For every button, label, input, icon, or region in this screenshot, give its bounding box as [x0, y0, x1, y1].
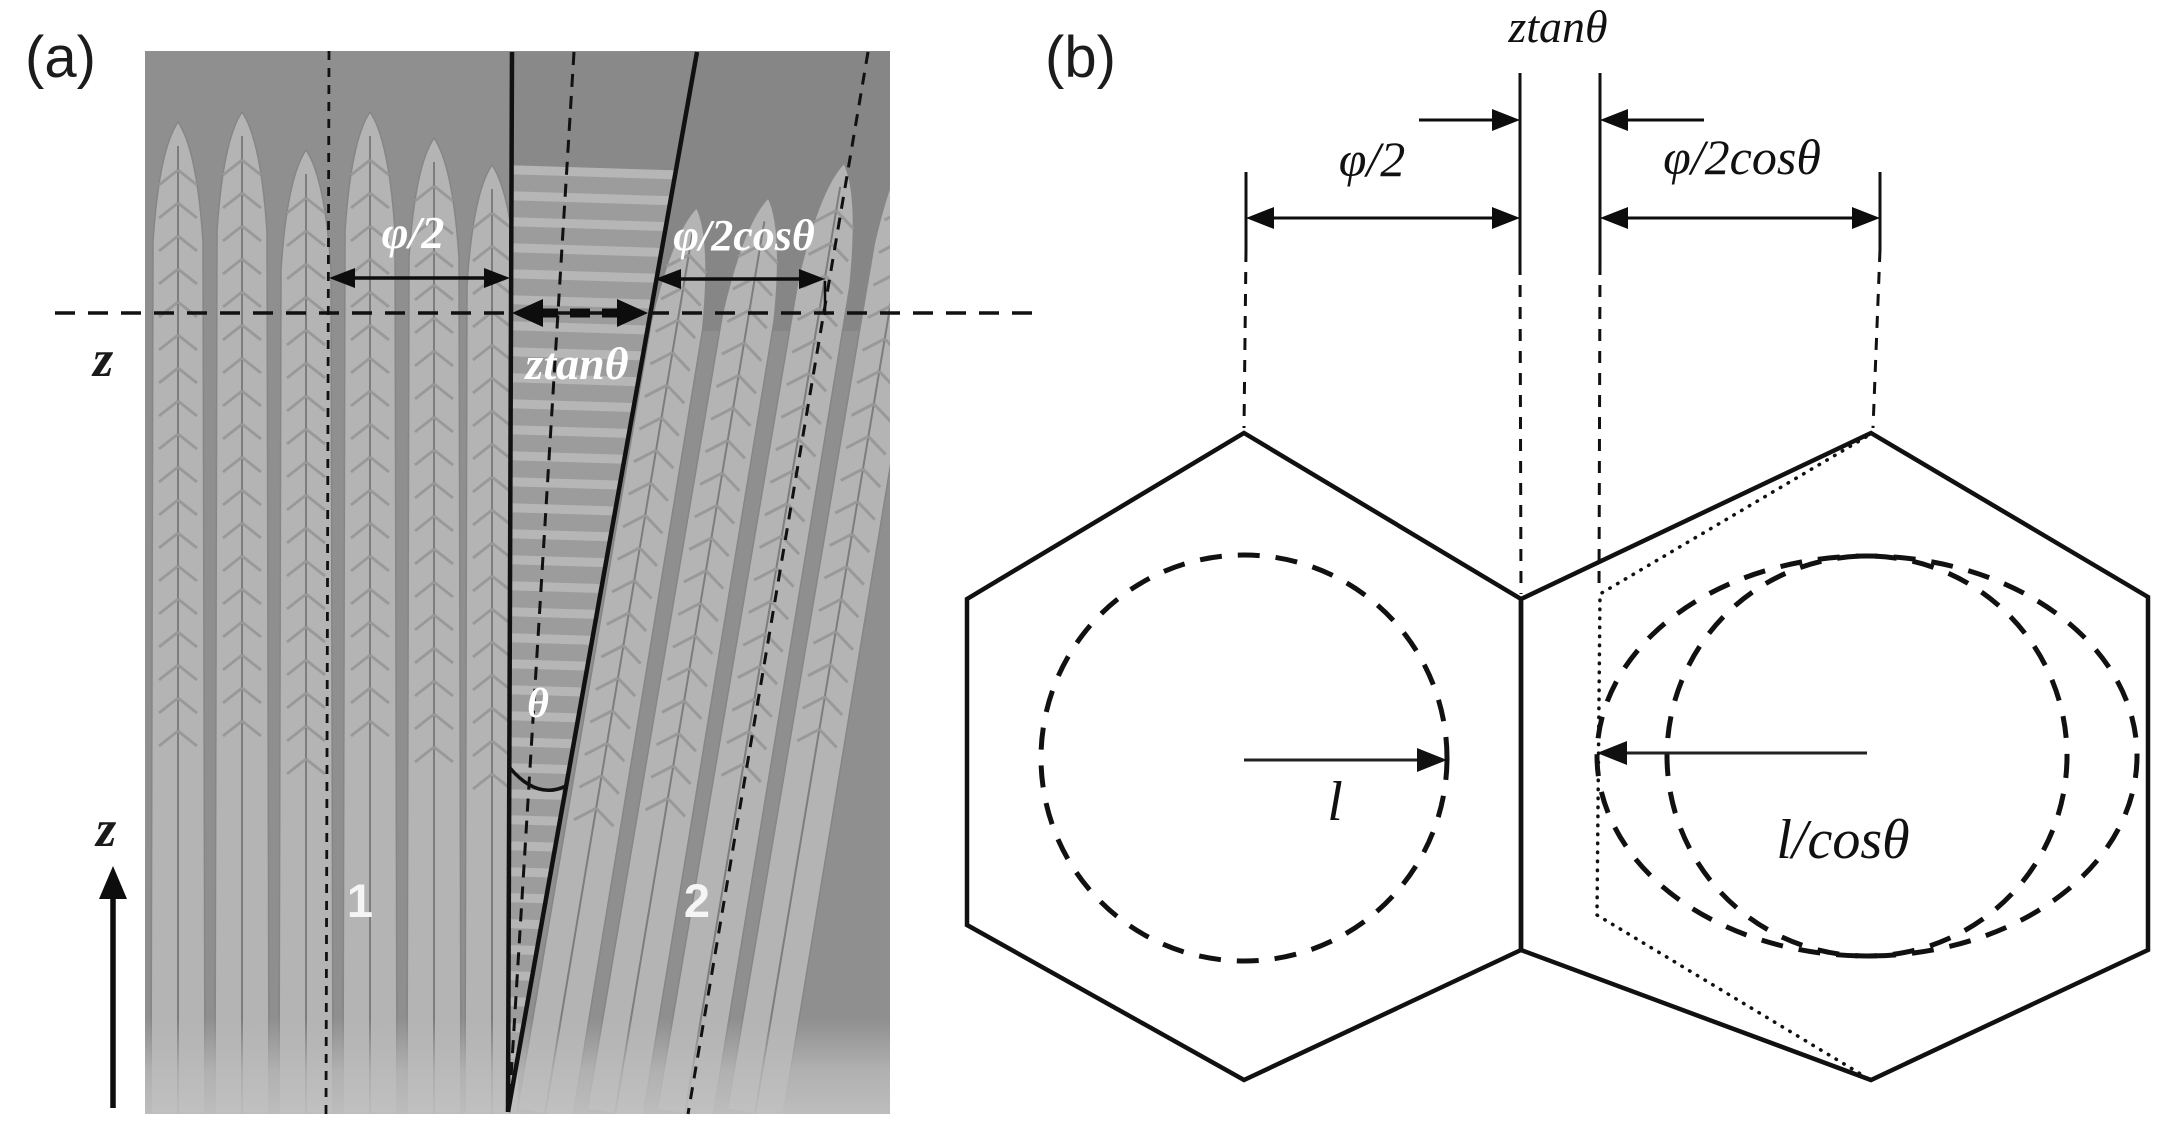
phi-half-cos-label-b: φ/2cosθ: [1663, 129, 1821, 185]
ztan-line-left-dashed: [1518, 262, 1523, 595]
dendrite-texture-left: [150, 110, 520, 1114]
arrowhead-right: [799, 269, 825, 289]
ztan-theta-label-b: ztanθ: [1507, 1, 1607, 52]
left-dashed-circle: [1038, 552, 1450, 964]
arrowhead-left: [1600, 207, 1628, 229]
arrowhead-right: [1417, 748, 1447, 772]
right-hexagon-original-dotted: [1595, 435, 1868, 1078]
tick-right-dashed: [1871, 249, 1882, 429]
theta-label-a: θ: [527, 681, 549, 727]
ztan-theta-arrow-a: [512, 299, 648, 327]
ztan-theta-label-a: ztanθ: [523, 338, 628, 389]
panel-b-label: (b): [1045, 25, 1116, 90]
arrowhead-left: [655, 269, 681, 289]
phi-half-cos-arrow-b: [1600, 207, 1880, 229]
radius-arrow-left: [1244, 748, 1447, 772]
region-2-label: 2: [684, 874, 710, 927]
arrowhead-left: [1597, 741, 1627, 765]
dendrite-texture-right: [516, 127, 890, 1114]
hexagon-cells: [964, 430, 2151, 1083]
cell-circles: [1038, 552, 2140, 964]
arrowhead-right: [1852, 207, 1880, 229]
z-axis-arrow: [99, 866, 127, 1108]
phi-half-label-a: φ/2: [382, 207, 445, 258]
guide-dotted-vertical-left: [324, 50, 331, 1115]
panel-b: (b) ztanθ φ/2 φ/2cosθ l l/cosθ: [964, 1, 2151, 1083]
panel-a: (a) z φ/2 φ/2cosθ ztanθ θ 1 2 z: [25, 25, 1035, 1115]
arrowhead-right: [484, 268, 510, 288]
arrowhead-up: [99, 866, 127, 899]
radius-cos-label: l/cosθ: [1776, 809, 1909, 871]
radius-label: l: [1327, 771, 1343, 833]
panel-a-label: (a): [25, 25, 96, 90]
tick-left-dashed: [1242, 249, 1248, 429]
phi-half-cos-arrow-a: [655, 269, 827, 315]
arrowhead-right: [1492, 207, 1520, 229]
reference-lines-b: [1242, 73, 1882, 595]
guide-solid-slanted: [505, 51, 700, 1113]
right-dashed-ellipse: [1594, 553, 2140, 959]
arrowhead-left: [512, 299, 543, 327]
z-section-label: z: [91, 331, 114, 388]
phi-half-arrow-b: [1246, 207, 1520, 229]
phi-half-label-b: φ/2: [1339, 131, 1406, 187]
right-hexagon-sheared: [1518, 430, 2151, 1083]
arrowhead-left: [1600, 109, 1628, 131]
arrowhead-right: [1492, 109, 1520, 131]
radius-arrow-right: [1597, 741, 1867, 765]
ztan-line-right-dashed: [1597, 262, 1602, 593]
phi-half-arrow-a: [329, 268, 510, 288]
right-dashed-circle: [1664, 553, 2070, 959]
phi-half-cos-label-a: φ/2cosθ: [673, 211, 815, 260]
guide-dashed-slanted-right: [686, 51, 870, 1115]
arrowhead-right: [617, 299, 648, 327]
z-axis-label: z: [94, 801, 117, 858]
guide-dashed-middle: [507, 51, 576, 1111]
region-1-label: 1: [347, 874, 373, 927]
arrowhead-left: [329, 268, 355, 288]
annotation-lines-a: [55, 50, 1035, 1115]
guide-solid-vertical: [505, 51, 515, 1113]
theta-angle-arc: [508, 766, 567, 792]
arrowhead-left: [1246, 207, 1274, 229]
ztan-theta-pointers-b: [1419, 109, 1704, 131]
panel-a-micrograph: [145, 51, 890, 1114]
